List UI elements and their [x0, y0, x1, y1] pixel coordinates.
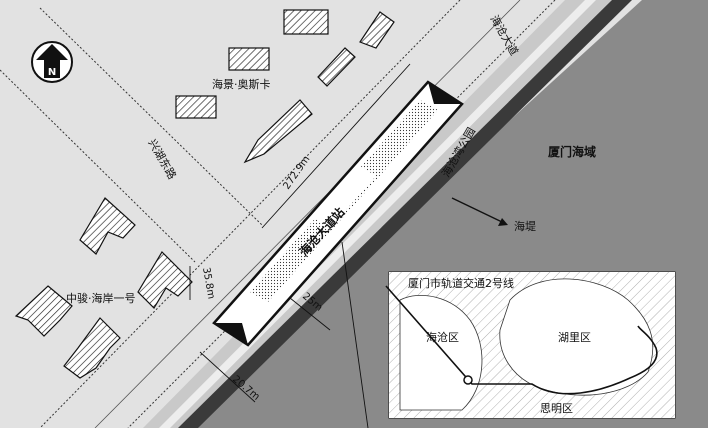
north-arrow-icon: N	[31, 41, 73, 83]
buildings-zhongjun	[14, 197, 193, 379]
label-haijing: 海景·奥斯卡	[212, 77, 271, 91]
buildings-haijing	[175, 9, 395, 164]
inset-title: 厦门市轨道交通2号线	[408, 276, 514, 290]
north-label: N	[48, 67, 56, 78]
inset-huli: 湖里区	[558, 331, 591, 344]
dimensions	[189, 63, 411, 428]
seawall-pointer: 海堤	[451, 197, 536, 233]
seawall-band	[178, 0, 632, 428]
inset-siming: 思明区	[540, 402, 573, 415]
label-seawall: 海堤	[514, 219, 536, 233]
label-width: 35.8m	[200, 267, 216, 300]
label-sea: 厦门海域	[548, 144, 596, 159]
inset-map: 厦门市轨道交通2号线 海沧区 湖里区 思明区	[385, 271, 676, 419]
roads	[0, 0, 556, 428]
inset-haicang: 海沧区	[426, 330, 459, 344]
avenue-edges	[94, 0, 521, 428]
label-zhongjun: 中骏·海岸一号	[66, 291, 136, 305]
